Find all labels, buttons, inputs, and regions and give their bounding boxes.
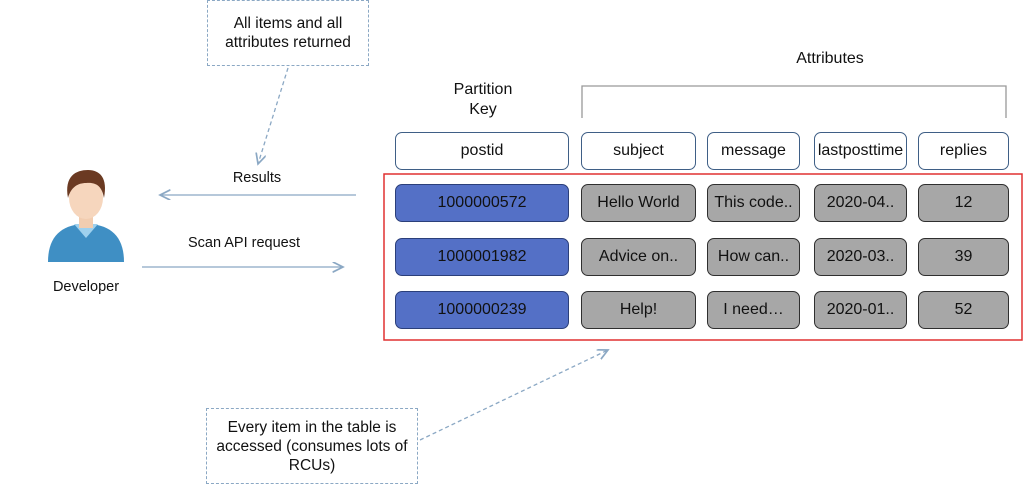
top-callout-text: All items and all attributes returned xyxy=(225,15,351,51)
column-header-message: message xyxy=(707,132,800,170)
table-cell-replies: 39 xyxy=(918,238,1009,276)
column-header-postid: postid xyxy=(395,132,569,170)
bottom-callout-arrow xyxy=(419,350,608,441)
table-cell-postid: 1000001982 xyxy=(395,238,569,276)
partition-key-label: Partition Key xyxy=(453,81,513,118)
table-cell-postid: 1000000239 xyxy=(395,291,569,329)
table-cell-message: This code.. xyxy=(707,184,800,222)
column-header-subject: subject xyxy=(581,132,696,170)
table-cell-replies: 12 xyxy=(918,184,1009,222)
attributes-label: Attributes xyxy=(796,50,864,67)
table-cell-subject: Advice on.. xyxy=(581,238,696,276)
scanned-rows-highlight xyxy=(383,173,1023,341)
bottom-callout-text: Every item in the table is accessed (con… xyxy=(216,418,408,474)
top-callout-arrow xyxy=(258,67,289,164)
table-cell-message: I need… xyxy=(707,291,800,329)
column-header-replies: replies xyxy=(918,132,1009,170)
table-cell-lastposttime: 2020-01.. xyxy=(814,291,907,329)
scan-request-label: Scan API request xyxy=(187,235,301,251)
table-cell-message: How can.. xyxy=(707,238,800,276)
attributes-bracket xyxy=(581,85,1007,118)
bottom-callout: Every item in the table is accessed (con… xyxy=(206,408,418,484)
table-cell-lastposttime: 2020-03.. xyxy=(814,238,907,276)
table-cell-subject: Hello World xyxy=(581,184,696,222)
table-cell-subject: Help! xyxy=(581,291,696,329)
column-header-lastposttime: lastposttime xyxy=(814,132,907,170)
table-cell-replies: 52 xyxy=(918,291,1009,329)
top-callout: All items and all attributes returned xyxy=(207,0,369,66)
results-label: Results xyxy=(232,170,282,186)
table-cell-postid: 1000000572 xyxy=(395,184,569,222)
developer-label: Developer xyxy=(52,279,120,295)
table-cell-lastposttime: 2020-04.. xyxy=(814,184,907,222)
